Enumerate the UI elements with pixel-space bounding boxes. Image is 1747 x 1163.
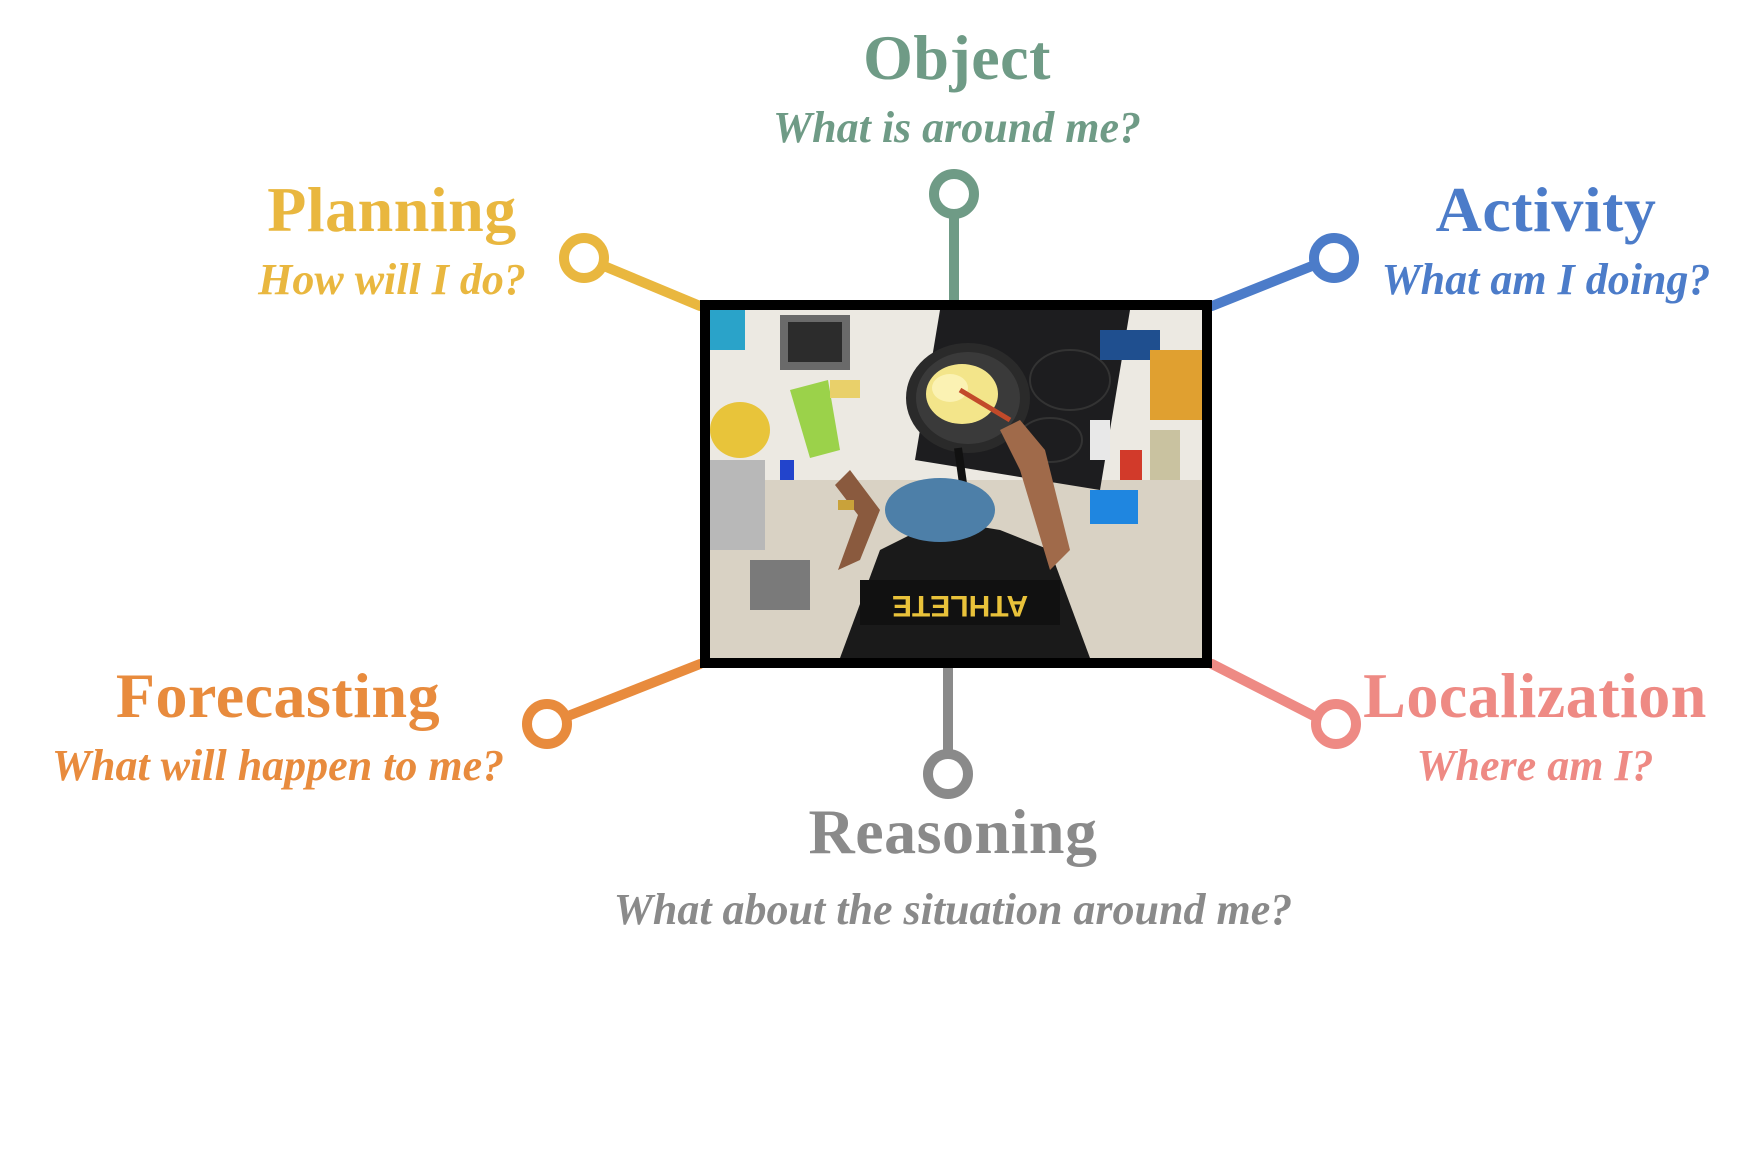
object-node-circle (929, 169, 979, 219)
planning-connector (599, 261, 705, 311)
localization-label: Localization Where am I? (1363, 664, 1707, 788)
reasoning-label: Reasoning What about the situation aroun… (614, 800, 1293, 932)
planning-label: Planning How will I do? (258, 178, 526, 302)
object-title: Object (863, 22, 1051, 93)
activity-label: Activity What am I doing? (1382, 178, 1711, 302)
planning-question: How will I do? (258, 255, 526, 304)
center-image-frame: ATHLETE (700, 300, 1212, 668)
localization-node-circle (1311, 699, 1361, 749)
reasoning-node-circle (923, 749, 973, 799)
forecasting-title: Forecasting (115, 660, 441, 731)
localization-connector (1207, 659, 1319, 721)
forecasting-label: Forecasting What will happen to me? (52, 664, 504, 788)
forecasting-node-circle (522, 699, 572, 749)
forecasting-question: What will happen to me? (51, 741, 505, 790)
localization-title: Localization (1363, 660, 1707, 731)
planning-title: Planning (267, 174, 517, 245)
shirt-text: ATHLETE (892, 589, 1028, 622)
reasoning-title: Reasoning (808, 796, 1098, 867)
object-question: What is around me? (773, 103, 1141, 152)
egocentric-cooking-photo: ATHLETE (710, 310, 1202, 658)
activity-question: What am I doing? (1381, 255, 1711, 304)
planning-node-circle (559, 233, 609, 283)
reasoning-question: What about the situation around me? (613, 885, 1293, 934)
activity-node-circle (1309, 233, 1359, 283)
activity-title: Activity (1435, 174, 1657, 245)
object-label: Object What is around me? (773, 26, 1141, 150)
localization-question: Where am I? (1416, 741, 1654, 790)
activity-connector (1207, 261, 1317, 311)
forecasting-connector (563, 659, 705, 721)
